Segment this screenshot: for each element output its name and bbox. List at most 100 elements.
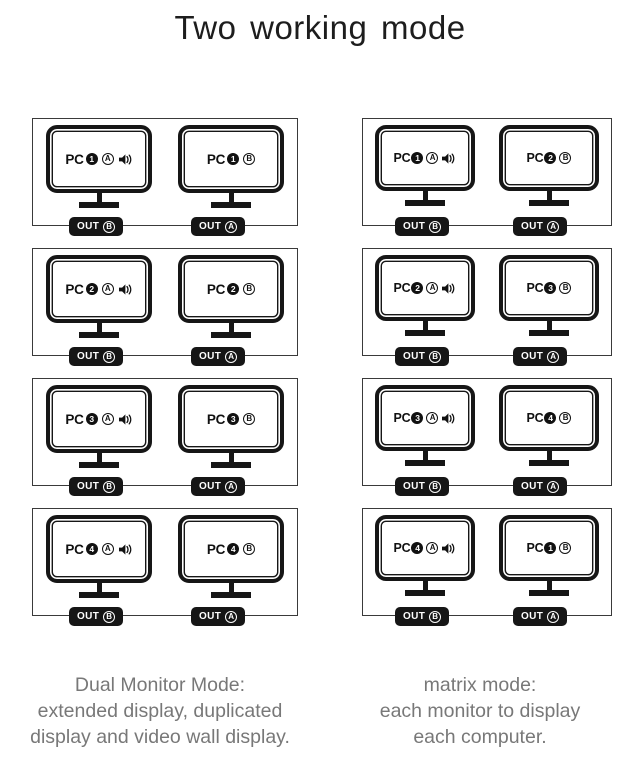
out-label: OUT	[521, 221, 544, 232]
pc-number-badge: 3	[411, 412, 424, 424]
port-badge: B	[559, 412, 572, 424]
pc-number-badge: 2	[544, 152, 557, 164]
pc-label: PC	[206, 541, 226, 557]
out-label: OUT	[199, 611, 222, 622]
monitor-stand-post	[422, 191, 428, 200]
monitor-stand-base	[211, 202, 251, 208]
monitor-stand-post	[96, 453, 102, 462]
caption-line: each monitor to display	[379, 700, 581, 722]
monitor-stand-base	[211, 332, 251, 338]
monitor-stand-post	[96, 323, 102, 332]
port-badge: B	[559, 282, 572, 294]
port-badge: B	[243, 413, 256, 425]
port-badge: B	[243, 543, 256, 555]
pc-number-badge: 3	[85, 413, 98, 425]
out-port-letter: B	[103, 350, 116, 363]
out-label: OUT	[77, 351, 100, 362]
pc-label: PC	[65, 541, 84, 557]
port-badge: B	[559, 152, 572, 164]
monitor-stand-base	[211, 592, 251, 598]
monitor-stand-base	[529, 590, 569, 596]
out-label: OUT	[403, 481, 426, 492]
monitor-stand-base	[529, 460, 569, 466]
pc-number-badge: 1	[544, 542, 557, 554]
out-port-letter: A	[547, 350, 560, 363]
monitor-stand-base	[79, 462, 119, 468]
out-label: OUT	[403, 221, 426, 232]
pc-label: PC	[65, 281, 84, 297]
out-label: OUT	[199, 351, 222, 362]
monitor-stand-base	[529, 330, 569, 336]
pc-label: PC	[206, 151, 226, 167]
pc-label: PC	[206, 281, 226, 297]
pc-number-badge: 2	[227, 283, 240, 295]
pc-number-badge: 4	[85, 543, 98, 555]
out-port-letter: A	[547, 220, 560, 233]
monitor-stand-post	[546, 191, 552, 200]
monitor-stand-base	[405, 590, 445, 596]
out-label: OUT	[521, 611, 544, 622]
caption-line: display and video wall display.	[30, 726, 290, 748]
monitor-stand-post	[422, 581, 428, 590]
caption-line: Dual Monitor Mode:	[74, 674, 246, 696]
monitor-stand-base	[405, 460, 445, 466]
port-badge: A	[101, 543, 114, 555]
pc-number-badge: 4	[544, 412, 557, 424]
out-label: OUT	[77, 221, 100, 232]
port-badge: A	[426, 152, 439, 164]
speaker-icon	[441, 282, 456, 295]
monitor-stand-post	[96, 583, 102, 592]
